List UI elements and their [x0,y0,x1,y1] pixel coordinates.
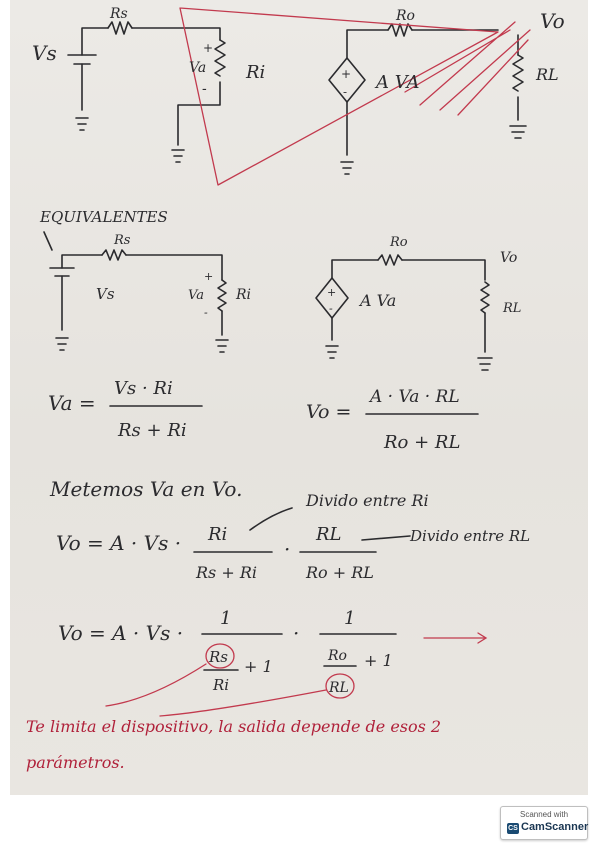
conclusion-line-2: parámetros. [26,753,125,772]
eq2-denominator: Ro + RL [383,432,460,453]
equation-va: Va = Vs · Ri Rs + Ri [48,378,203,441]
equivalent-circuits: EQUIVALENTES Rs Vs + Va - Ri Ro Vo + - A… [39,208,521,371]
label-plus: + [203,41,213,55]
resistor-ri [214,39,226,77]
resistor-rl [512,54,524,92]
eq4-den1-a: Rs [208,648,228,666]
eq4-den2-a: Ro [327,648,347,664]
eq1-numerator: Vs · Ri [114,378,173,399]
resistor-rl-eq [480,281,490,314]
eq4-den2-b: RL [328,680,349,696]
eq3-lhs: Vo = A · Vs · [56,531,181,555]
label-ro: Ro [395,8,415,24]
eq3-dot: · [284,537,290,561]
svg-text:-: - [329,302,333,315]
badge-name: CamScanner [521,821,589,833]
eq4-num2: 1 [344,608,355,629]
label-vo: Vo [540,9,565,33]
eq4-plus1: + 1 [244,657,273,676]
eq4-plus2: + 1 [364,651,393,670]
resistor-rs-eq [101,249,127,261]
equation-3: Vo = A · Vs · Ri Rs + Ri · RL Ro + RL Di… [56,524,530,582]
camscanner-badge: Scanned with CS CamScanner [500,806,588,840]
resistor-ri-eq [217,279,227,312]
label-vs: Vs [32,41,57,65]
eq-label-plus: + [204,270,213,283]
svg-text:+: + [341,67,351,81]
eq-label-minus: - [204,306,208,319]
handwritten-notes: Rs Vs + Va - Ri Ro Vo + - A VA RL EQUIVA… [26,6,565,772]
eq1-lhs: Va = [48,391,96,415]
circuit-1: Rs Vs + Va - Ri Ro Vo + - A VA RL [32,6,565,186]
eq-label-ro: Ro [389,235,408,250]
notebook-page: Rs Vs + Va - Ri Ro Vo + - A VA RL EQUIVA… [10,0,588,795]
resistor-rs [107,21,133,35]
voltage-source-vs [67,54,97,65]
equation-4: Vo = A · Vs · 1 Rs Ri + 1 · 1 Ro RL + 1 [58,608,488,717]
eq-label-rs: Rs [113,233,131,248]
note-divido-rl: Divido entre RL [409,527,530,545]
eq3-num1: Ri [207,524,227,545]
eq3-den1: Rs + Ri [195,563,257,582]
svg-text:+: + [327,286,336,299]
label-va: Va [189,60,206,76]
step-meter-text: Metemos Va en Vo. [49,477,242,501]
heading-equivalentes: EQUIVALENTES [39,208,168,226]
eq4-dot: · [293,621,299,645]
badge-scanned-with: Scanned with [519,810,569,819]
label-ava: A VA [374,72,420,93]
label-minus: - [202,81,207,97]
eq-label-va: Va [188,288,204,303]
eq4-den1-b: Ri [212,676,229,694]
eq4-num1: 1 [220,608,231,629]
svg-text:-: - [343,85,347,99]
conclusion-line-1: Te limita el dispositivo, la salida depe… [26,717,441,736]
resistor-ro-eq [377,254,403,266]
eq-label-ri: Ri [235,287,251,303]
eq3-num2: RL [315,524,342,545]
eq1-denominator: Rs + Ri [117,420,187,441]
eq2-numerator: A · Va · RL [368,387,460,407]
eq-label-vs: Vs [96,285,115,303]
label-rl: RL [535,65,559,84]
eq2-lhs: Vo = [306,401,351,423]
eq-label-ava: A Va [358,291,396,310]
equation-vo: Vo = A · Va · RL Ro + RL [306,387,479,453]
label-rs: Rs [109,6,128,22]
eq4-lhs: Vo = A · Vs · [58,621,183,645]
eq-label-vo: Vo [500,250,517,266]
camscanner-logo-icon: CS [507,823,519,834]
eq-label-rl: RL [502,301,521,316]
label-ri: Ri [245,62,265,83]
note-divido-ri: Divido entre Ri [305,491,429,510]
eq3-den2: Ro + RL [305,563,374,582]
